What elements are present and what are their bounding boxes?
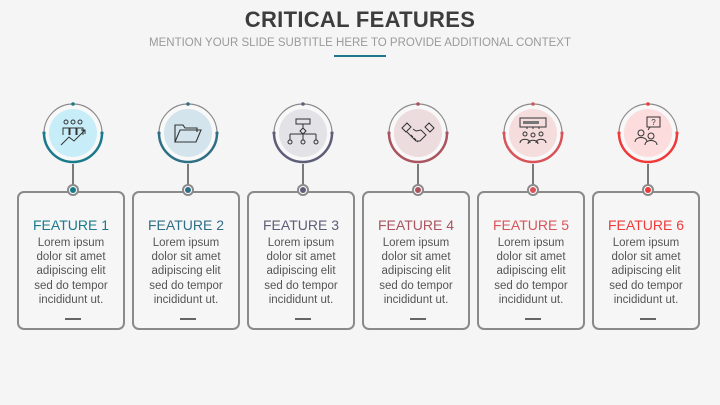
- feature-title: FEATURE 5: [493, 217, 569, 233]
- flowchart-icon-circle: [272, 102, 334, 164]
- feature-title: FEATURE 3: [263, 217, 339, 233]
- feature-column-4: FEATURE 4 Lorem ipsum dolor sit amet adi…: [362, 100, 474, 335]
- feature-description: Lorem ipsum dolor sit amet adipiscing el…: [494, 237, 568, 306]
- feature-column-1: FEATURE 1 Lorem ipsum dolor sit amet adi…: [17, 100, 129, 335]
- card-dash: [525, 318, 541, 320]
- connector-line: [647, 164, 649, 186]
- feature-title: FEATURE 1: [33, 217, 109, 233]
- connector-node: [642, 184, 654, 196]
- handshake-icon: [387, 102, 449, 164]
- presentation-group-icon-circle: [502, 102, 564, 164]
- feature-description: Lorem ipsum dolor sit amet adipiscing el…: [264, 237, 338, 306]
- connector-line: [72, 164, 74, 186]
- connector-line: [187, 164, 189, 186]
- feature-card: FEATURE 5 Lorem ipsum dolor sit amet adi…: [477, 191, 585, 330]
- connector-node: [297, 184, 309, 196]
- feature-column-5: FEATURE 5 Lorem ipsum dolor sit amet adi…: [477, 100, 589, 335]
- connector-node: [67, 184, 79, 196]
- question-people-icon: ?: [617, 102, 679, 164]
- feature-card: FEATURE 3 Lorem ipsum dolor sit amet adi…: [247, 191, 355, 330]
- feature-card: FEATURE 2 Lorem ipsum dolor sit amet adi…: [132, 191, 240, 330]
- title-underline: [334, 55, 386, 57]
- card-dash: [65, 318, 81, 320]
- slide-subtitle: MENTION YOUR SLIDE SUBTITLE HERE TO PROV…: [149, 37, 571, 49]
- connector-node: [412, 184, 424, 196]
- connector-line: [302, 164, 304, 186]
- folder-icon: [157, 102, 219, 164]
- folder-icon-circle: [157, 102, 219, 164]
- handshake-icon-circle: [387, 102, 449, 164]
- feature-card: FEATURE 4 Lorem ipsum dolor sit amet adi…: [362, 191, 470, 330]
- connector-line: [417, 164, 419, 186]
- slide-title: CRITICAL FEATURES: [244, 7, 476, 32]
- question-people-icon-circle: ?: [617, 102, 679, 164]
- presentation-group-icon: [502, 102, 564, 164]
- connector-line: [532, 164, 534, 186]
- flowchart-icon: [272, 102, 334, 164]
- card-dash: [640, 318, 656, 320]
- feature-column-3: FEATURE 3 Lorem ipsum dolor sit amet adi…: [247, 100, 359, 335]
- feature-description: Lorem ipsum dolor sit amet adipiscing el…: [609, 237, 683, 306]
- card-dash: [295, 318, 311, 320]
- team-growth-icon-circle: [42, 102, 104, 164]
- feature-title: FEATURE 4: [378, 217, 454, 233]
- feature-description: Lorem ipsum dolor sit amet adipiscing el…: [149, 237, 223, 306]
- card-dash: [410, 318, 426, 320]
- team-growth-icon: [42, 102, 104, 164]
- feature-card: FEATURE 1 Lorem ipsum dolor sit amet adi…: [17, 191, 125, 330]
- feature-column-6: ? FEATURE 6 Lorem ipsum dolor sit amet a…: [592, 100, 704, 335]
- feature-title: FEATURE 6: [608, 217, 684, 233]
- svg-text:?: ?: [651, 118, 656, 127]
- connector-node: [527, 184, 539, 196]
- feature-description: Lorem ipsum dolor sit amet adipiscing el…: [34, 237, 108, 306]
- feature-description: Lorem ipsum dolor sit amet adipiscing el…: [379, 237, 453, 306]
- feature-title: FEATURE 2: [148, 217, 224, 233]
- feature-column-2: FEATURE 2 Lorem ipsum dolor sit amet adi…: [132, 100, 244, 335]
- connector-node: [182, 184, 194, 196]
- card-dash: [180, 318, 196, 320]
- feature-card: FEATURE 6 Lorem ipsum dolor sit amet adi…: [592, 191, 700, 330]
